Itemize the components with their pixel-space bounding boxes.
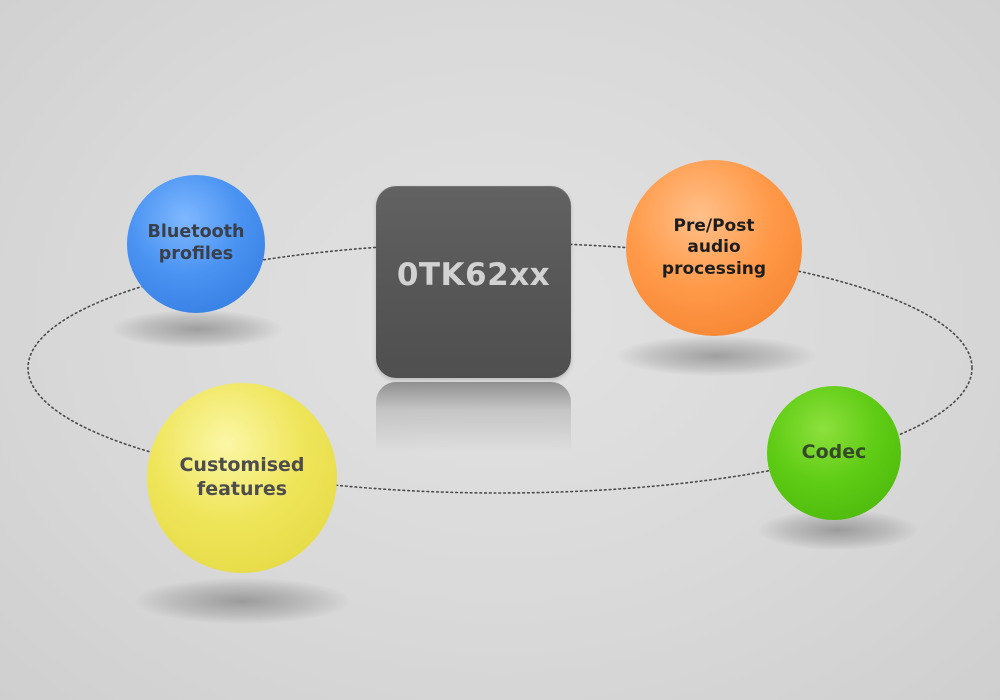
customised-features-label: Customised features [179,454,305,500]
chip-reflection [376,382,571,452]
bluetooth-profiles-node: Bluetooth profiles [127,175,265,313]
customised-features-node: Customised features [147,383,337,573]
codec-node: Codec [767,386,901,520]
prepost-node-shadow [616,336,816,376]
bluetooth-node-shadow [112,310,282,348]
bluetooth-profiles-label: Bluetooth profiles [147,222,245,264]
codec-label: Codec [801,441,867,464]
center-chip-label: 0TK62xx [396,257,551,293]
center-chip: 0TK62xx [376,186,571,378]
prepost-audio-processing-node: Pre/Post audio processing [626,160,802,336]
prepost-audio-processing-label: Pre/Post audio processing [661,216,767,279]
custom-node-shadow [135,578,350,624]
